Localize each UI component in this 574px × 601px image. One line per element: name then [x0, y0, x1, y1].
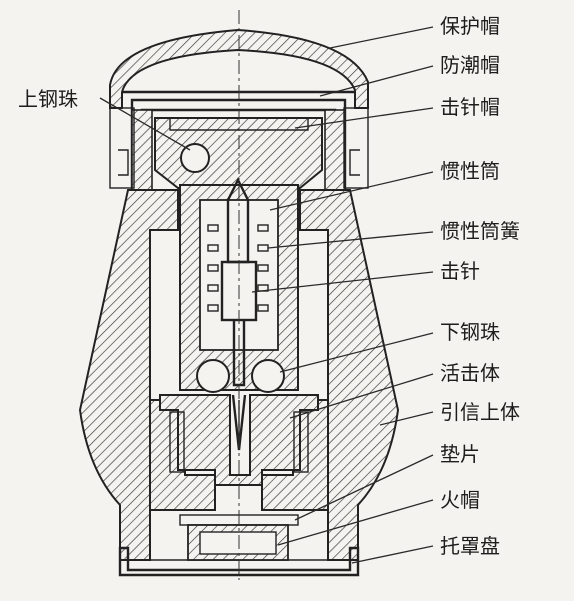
label-inertia-tube-spring: 惯性筒簧 — [440, 219, 520, 243]
label-firing-pin: 击针 — [440, 259, 480, 283]
label-inertia-tube: 惯性筒 — [440, 159, 500, 183]
lower-steel-ball-right — [251, 359, 285, 393]
label-cover-support-disc: 托罩盘 — [440, 534, 500, 558]
firing-pin-shape — [226, 177, 250, 264]
label-gasket: 垫片 — [440, 442, 480, 466]
label-primer-cap: 火帽 — [440, 488, 480, 512]
label-striker-cap: 击针帽 — [440, 95, 500, 119]
label-fuze-upper-body: 引信上体 — [440, 400, 520, 424]
label-moisture-cap: 防潮帽 — [440, 53, 500, 77]
label-movable-striker-body: 活击体 — [440, 361, 500, 385]
label-lower-steel-ball: 下钢珠 — [440, 320, 500, 344]
fuze-upper-body-shape — [78, 189, 179, 561]
movable-striker-body-shape — [159, 394, 319, 486]
lower-steel-ball-left — [196, 359, 230, 393]
label-upper-steel-ball: 上钢珠 — [18, 87, 78, 111]
upper-steel-ball-left — [180, 143, 210, 173]
label-protective-cap: 保护帽 — [440, 14, 500, 38]
leader-lines — [99, 26, 434, 564]
